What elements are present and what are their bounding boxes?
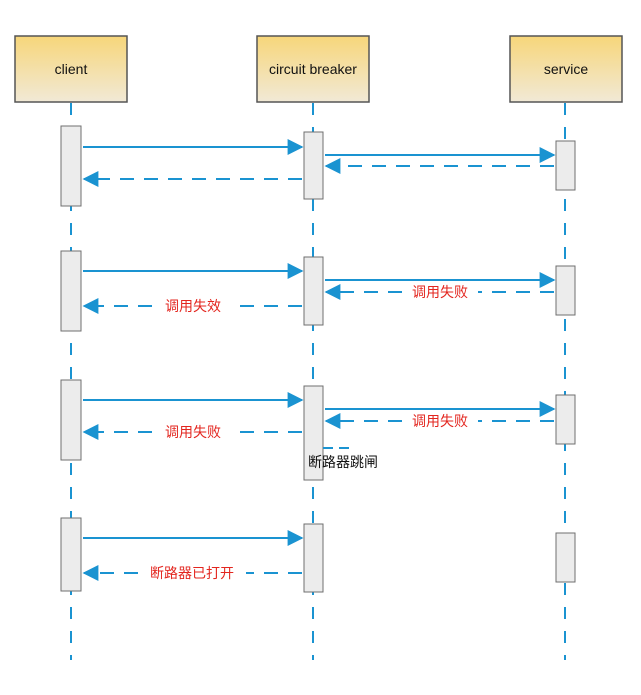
- participant-client-label: client: [55, 61, 88, 77]
- s2-service-fail-label: 调用失败: [412, 284, 468, 300]
- breaker-activation-2: [303, 256, 324, 326]
- service-activation-3: [555, 394, 576, 445]
- s3-client-fail-label: 调用失败: [165, 424, 221, 440]
- scenario-3: 调用失败 调用失败 断路器跳闸: [82, 392, 556, 470]
- scenario-1: [82, 139, 556, 187]
- participant-breaker-label: circuit breaker: [269, 61, 357, 77]
- client-activation-3: [60, 379, 82, 461]
- breaker-activation-1: [303, 131, 324, 200]
- participant-service: service: [509, 35, 623, 103]
- s3-service-fail-label: 调用失败: [412, 413, 468, 429]
- breaker-activation-3: [303, 385, 324, 481]
- scenario-4: 断路器已打开: [82, 530, 304, 581]
- participant-service-label: service: [544, 61, 589, 77]
- breaker-activation-4: [303, 523, 324, 593]
- scenario-2: 调用失败 调用失效: [82, 263, 556, 314]
- service-activation-4: [555, 532, 576, 583]
- participant-client: client: [14, 35, 128, 103]
- service-activation-1: [555, 140, 576, 191]
- activations: [60, 125, 576, 593]
- client-activation-2: [60, 250, 82, 332]
- client-activation-1: [60, 125, 82, 207]
- participant-breaker: circuit breaker: [256, 35, 370, 103]
- s2-client-fail-label: 调用失效: [165, 298, 221, 314]
- client-activation-4: [60, 517, 82, 592]
- service-activation-2: [555, 265, 576, 316]
- s4-open-label: 断路器已打开: [150, 565, 234, 581]
- breaker-trip-note: 断路器跳闸: [308, 454, 378, 470]
